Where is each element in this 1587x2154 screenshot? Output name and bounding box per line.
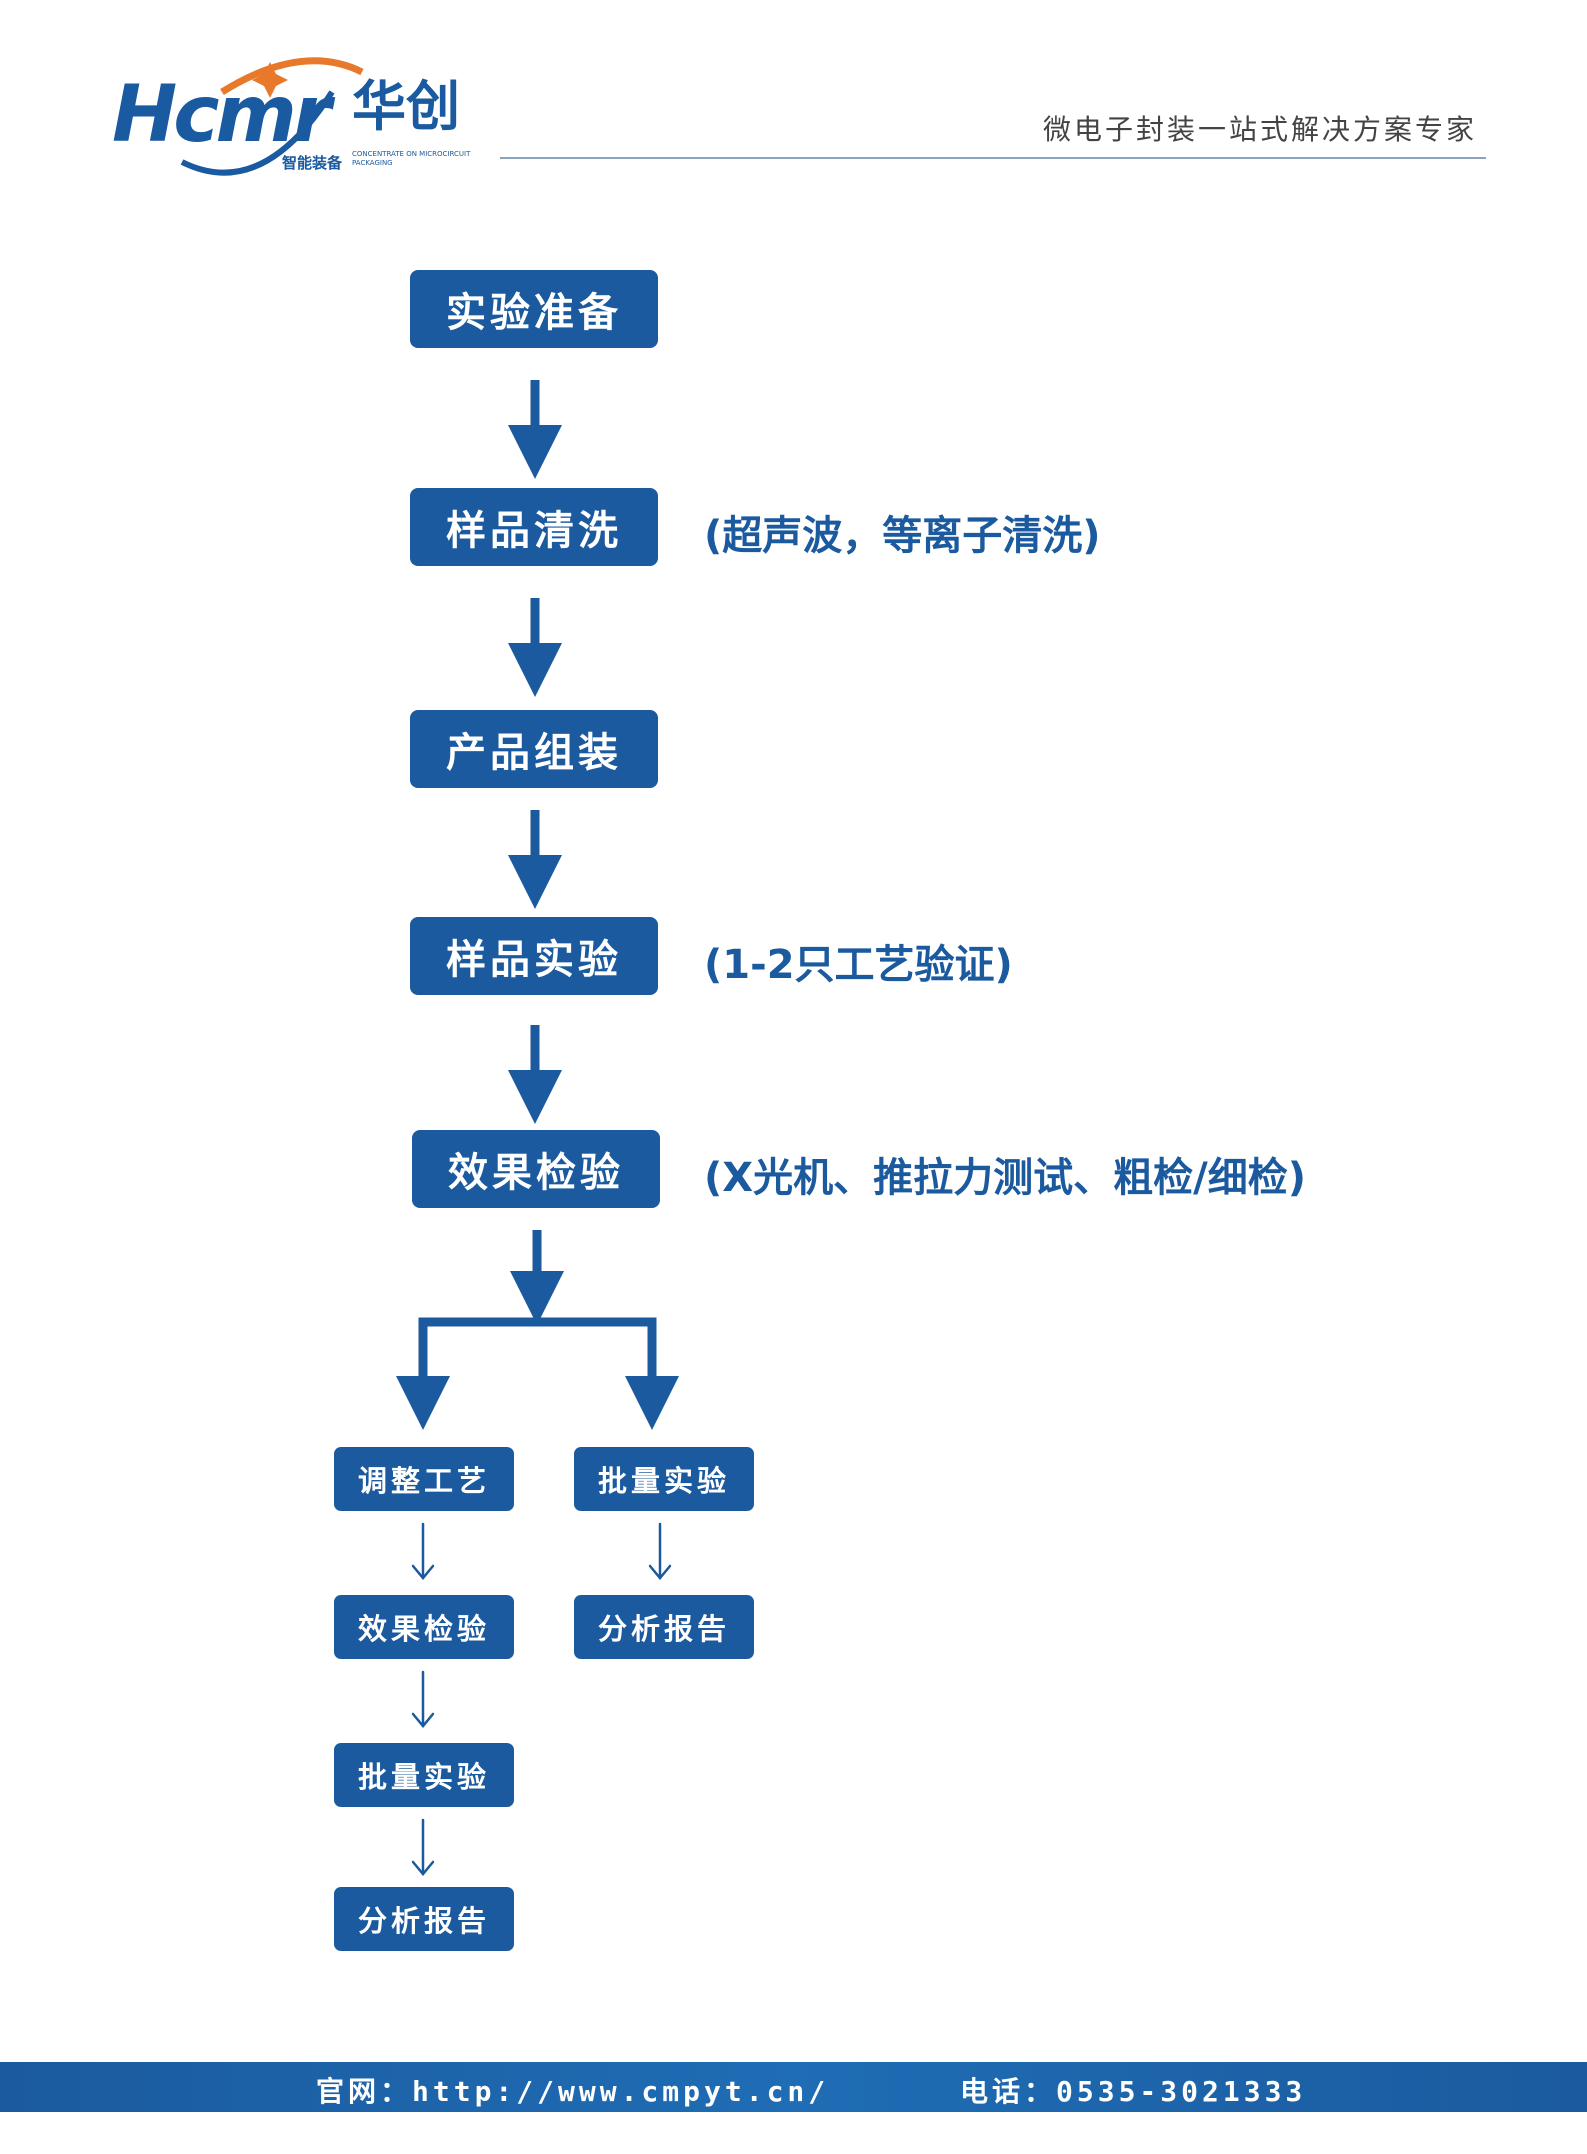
note-process-verification: (1-2只工艺验证) [704, 942, 1013, 988]
right-step-batch-experiment: 批量实验 [574, 1447, 754, 1511]
company-logo: Hcmr 华创 智能装备 CONCENTRATE ON MICROCIRCUIT… [112, 52, 472, 180]
step-sample-experiment: 样品实验 [410, 917, 658, 995]
logo-chinese-name: 华创 [352, 75, 460, 138]
footer-bar: 官网：http://www.cmpyt.cn/ 电话：0535-3021333 [0, 2062, 1587, 2112]
header-tagline: 微电子封装一站式解决方案专家 [1042, 113, 1477, 146]
thin-arrow-down-icon [648, 1564, 672, 1580]
step-product-assembly: 产品组装 [410, 710, 658, 788]
logo-subtitle: 智能装备 [282, 154, 343, 172]
footer-phone: 电话：0535-3021333 [960, 2075, 1307, 2108]
step-experiment-preparation: 实验准备 [410, 270, 658, 348]
thin-arrow-down-icon [411, 1860, 435, 1876]
logo-swoosh-icon [180, 57, 364, 176]
thin-arrow-down-icon [411, 1564, 435, 1580]
right-step-analysis-report: 分析报告 [574, 1595, 754, 1659]
left-step-effect-inspection: 效果检验 [334, 1595, 514, 1659]
note-cleaning-methods: (超声波，等离子清洗) [704, 513, 1101, 559]
note-inspection-methods: (X光机、推拉力测试、粗检/细检) [704, 1155, 1307, 1201]
header-divider [500, 157, 1486, 159]
left-step-adjust-process: 调整工艺 [334, 1447, 514, 1511]
step-effect-inspection: 效果检验 [412, 1130, 660, 1208]
left-step-analysis-report: 分析报告 [334, 1887, 514, 1951]
logo-text: Hcmr [112, 70, 331, 160]
branch-connector [418, 1317, 657, 1400]
logo-english-slogan: CONCENTRATE ON MICROCIRCUIT PACKAGING [352, 150, 471, 167]
left-step-batch-experiment: 批量实验 [334, 1743, 514, 1807]
footer-website[interactable]: 官网：http://www.cmpyt.cn/ [316, 2075, 830, 2108]
thin-arrow-down-icon [411, 1712, 435, 1728]
step-sample-cleaning: 样品清洗 [410, 488, 658, 566]
